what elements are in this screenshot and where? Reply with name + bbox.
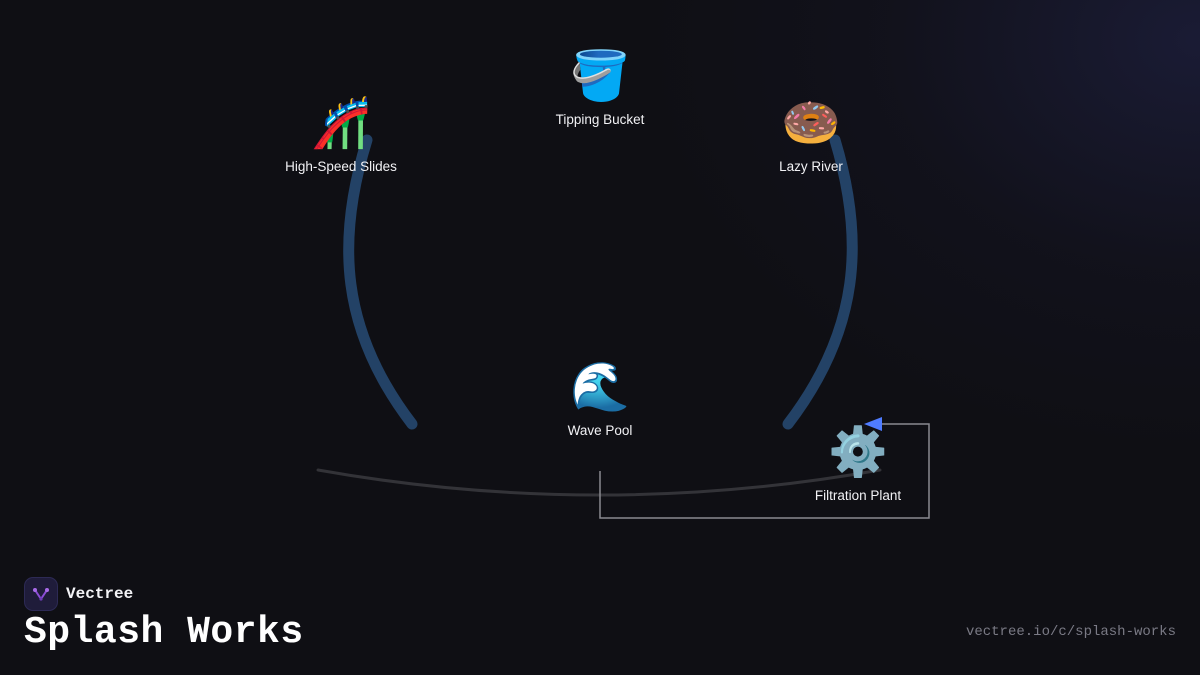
node-label: Wave Pool <box>567 423 633 438</box>
node-label: High-Speed Slides <box>285 159 397 174</box>
gear-icon: ⚙️ <box>828 424 888 480</box>
cycle-arc-right <box>782 134 858 430</box>
return-connector <box>599 423 930 519</box>
node-label: Filtration Plant <box>814 488 902 503</box>
roller-coaster-icon: 🎢 <box>311 95 371 151</box>
brand-name: Vectree <box>66 585 134 603</box>
page-url[interactable]: vectree.io/c/splash-works <box>965 624 1176 640</box>
node-label: Tipping Bucket <box>555 112 645 127</box>
return-arrowhead <box>864 417 882 431</box>
bucket-icon: 🪣 <box>570 48 630 104</box>
node-high-speed-slides[interactable]: 🎢 High-Speed Slides <box>241 95 441 174</box>
node-label: Lazy River <box>779 159 843 174</box>
wave-icon: 🌊 <box>570 359 630 415</box>
node-lazy-river[interactable]: 🍩 Lazy River <box>711 95 911 174</box>
node-wave-pool[interactable]: 🌊 Wave Pool <box>500 359 700 438</box>
cycle-arc-left <box>343 134 418 430</box>
node-filtration-plant[interactable]: ⚙️ Filtration Plant <box>758 424 958 503</box>
donut-icon: 🍩 <box>781 95 841 151</box>
node-tipping-bucket[interactable]: 🪣 Tipping Bucket <box>500 48 700 127</box>
brand[interactable]: Vectree <box>24 577 133 611</box>
vectree-logo-icon <box>24 577 58 611</box>
page-title: Splash Works <box>24 611 304 654</box>
